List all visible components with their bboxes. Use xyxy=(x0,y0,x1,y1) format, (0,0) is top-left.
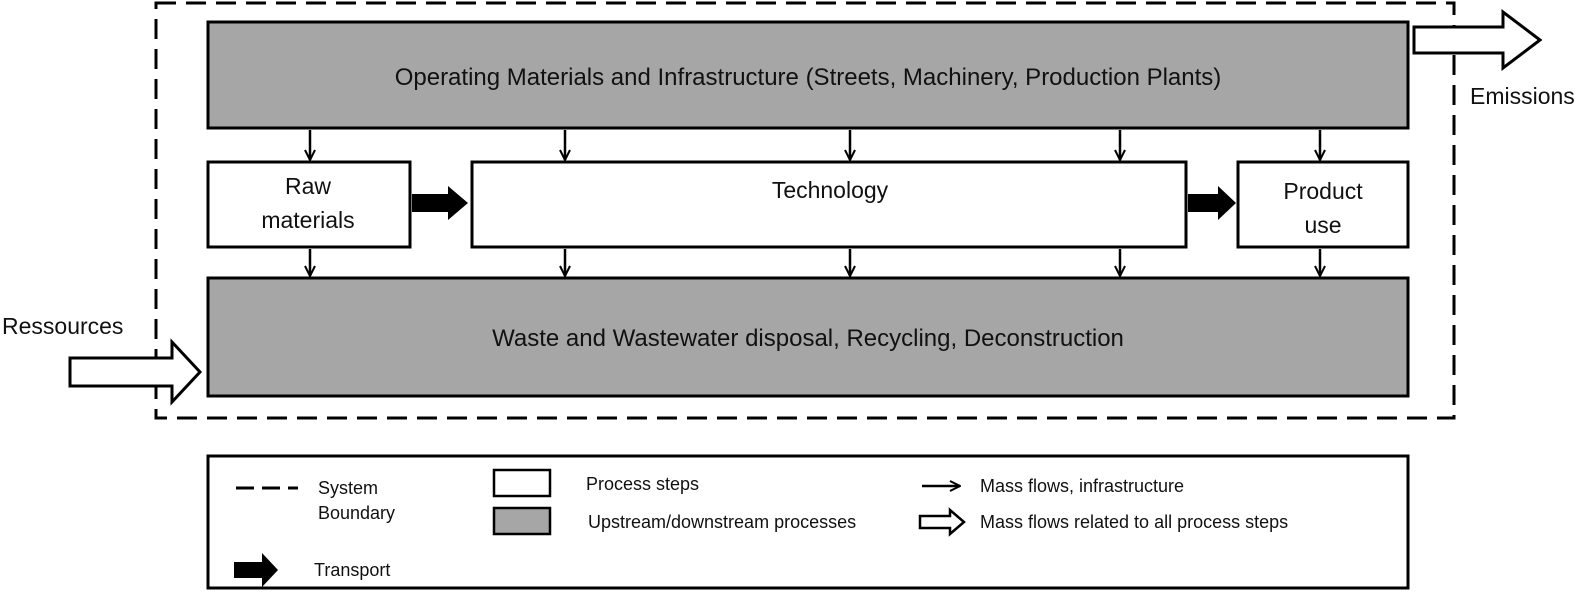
operating-materials-box xyxy=(206,20,1410,130)
legend-process-steps-symbol xyxy=(492,468,552,498)
waste-disposal-label: Waste and Wastewater disposal, Recycling… xyxy=(492,325,1124,352)
infrastructure-arrows-down xyxy=(310,130,1320,160)
legend-mass-flow-all-symbol xyxy=(918,507,966,537)
legend-mass-flow-infrastructure-label: Mass flows, infrastructure xyxy=(980,476,1184,496)
operating-materials-label: Operating Materials and Infrastructure (… xyxy=(395,64,1222,91)
emissions-arrow xyxy=(1412,8,1543,72)
raw-materials-label-line2: materials xyxy=(261,207,354,233)
system-boundary xyxy=(154,1,1456,420)
raw-materials-label-line1: Raw xyxy=(285,173,331,199)
resources-label: Ressources xyxy=(2,313,123,339)
technology-box xyxy=(470,160,1188,249)
legend-mass-flow-all-label: Mass flows related to all process steps xyxy=(980,512,1288,532)
waste-disposal-box xyxy=(206,276,1410,398)
legend-system-boundary-label-line2: Boundary xyxy=(318,503,395,523)
legend-system-boundary-label-line1: System xyxy=(318,478,378,498)
legend-upstream-symbol xyxy=(492,506,552,536)
legend-transport-symbol xyxy=(234,553,278,587)
technology-label: Technology xyxy=(772,177,889,203)
legend-transport-label: Transport xyxy=(314,560,390,580)
product-use-box xyxy=(1236,160,1410,249)
legend-upstream-label: Upstream/downstream processes xyxy=(588,512,856,532)
product-use-label-line2: use xyxy=(1304,212,1341,238)
transport-arrow-technology-to-product xyxy=(1188,186,1236,220)
legend-box xyxy=(206,454,1410,590)
raw-materials-box xyxy=(206,160,412,249)
product-use-label-line1: Product xyxy=(1283,178,1363,204)
transport-arrow-raw-to-technology xyxy=(412,186,468,220)
waste-arrows-down xyxy=(310,249,1320,276)
resources-arrow xyxy=(68,338,203,406)
emissions-label: Emissions xyxy=(1470,83,1575,109)
legend-process-steps-label: Process steps xyxy=(586,474,699,494)
